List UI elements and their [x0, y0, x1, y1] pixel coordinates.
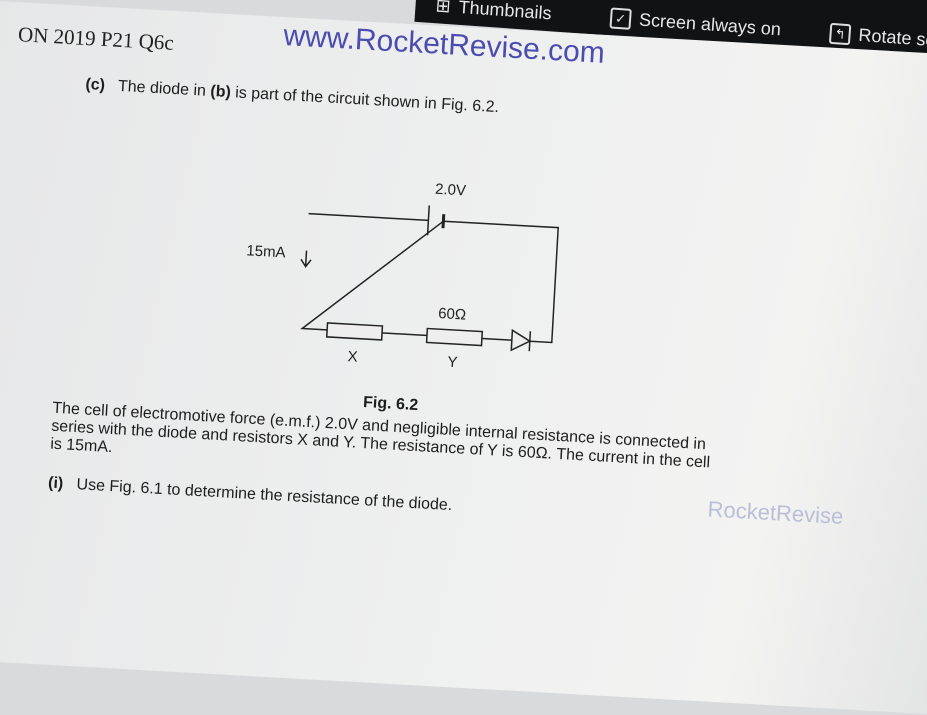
question-intro: (c) The diode in (b) is part of the circ…: [84, 76, 500, 117]
resistor-x: [325, 322, 384, 341]
figure-caption: Fig. 6.2: [362, 394, 419, 415]
rotate-icon: ↰: [828, 22, 852, 46]
cell-positive-plate: [426, 205, 430, 236]
question-code: ON 2019 P21 Q6c: [17, 22, 175, 55]
resistor-y-label: Y: [447, 354, 458, 372]
emf-label: 2.0V: [435, 181, 467, 200]
current-arrow-icon: [300, 250, 312, 268]
screen-always-on-toggle[interactable]: ✓Screen always on: [609, 7, 782, 40]
current-label: 15mA: [246, 242, 286, 261]
diode-symbol: [510, 328, 532, 352]
resistor-y: [425, 327, 484, 347]
sub-question-i: (i) Use Fig. 6.1 to determine the resist…: [47, 474, 453, 515]
circuit-diagram: 2.0V 15mA X 60Ω Y: [246, 181, 559, 372]
checkbox-checked-icon: ✓: [609, 7, 632, 30]
watermark: RocketRevise: [707, 496, 844, 529]
circuit-wire: [300, 212, 559, 344]
cell-negative-plate: [441, 214, 446, 229]
resistor-y-value: 60Ω: [438, 305, 467, 324]
thumbnails-button[interactable]: ⊞Thumbnails: [435, 0, 552, 24]
question-body: The cell of electromotive force (e.m.f.)…: [49, 399, 711, 472]
rotate-screen-button[interactable]: ↰Rotate sc: [828, 22, 927, 51]
resistor-x-label: X: [347, 348, 358, 366]
grid-icon: ⊞: [434, 0, 452, 17]
